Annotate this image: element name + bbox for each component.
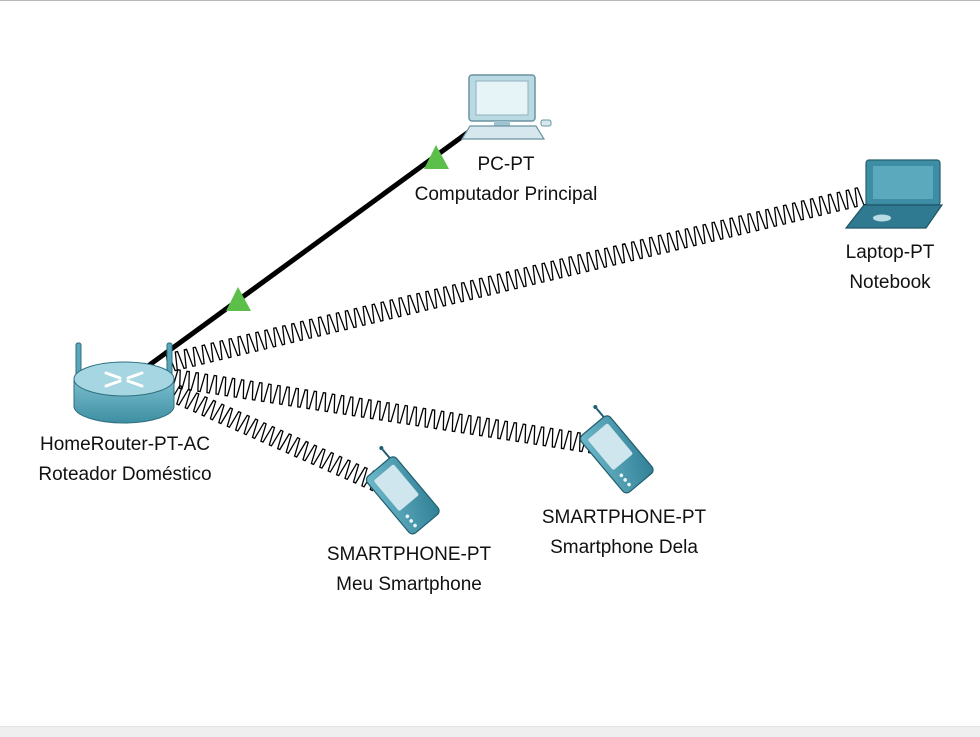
phone1-label: SMARTPHONE-PT Meu Smartphone [327, 540, 491, 600]
wireless-router-icon[interactable] [73, 342, 175, 424]
workspace-top-border [0, 0, 980, 1]
device-model: Laptop-PT [845, 242, 935, 263]
link-up-indicator-pc [424, 145, 449, 169]
desktop-pc-icon[interactable] [460, 74, 552, 140]
device-name: Roteador Doméstico [38, 464, 212, 485]
workspace-bottom-edge [0, 726, 980, 737]
device-name: Meu Smartphone [336, 574, 482, 595]
device-name: Notebook [849, 272, 931, 293]
wireless-link-phone1[interactable] [168, 384, 385, 492]
router-label: HomeRouter-PT-AC Roteador Doméstico [38, 430, 211, 490]
device-model: SMARTPHONE-PT [541, 507, 707, 528]
smartphone-icon[interactable] [355, 443, 441, 536]
link-up-indicator-router [226, 287, 251, 311]
pc-label: PC-PT Computador Principal [415, 150, 598, 210]
wireless-link-phone2[interactable] [170, 369, 591, 454]
wireless-link-laptop[interactable] [165, 187, 867, 374]
device-name: Smartphone Dela [550, 537, 698, 558]
wireless-links [165, 187, 867, 492]
wired-link-router-pc[interactable] [145, 125, 477, 369]
phone2-label: SMARTPHONE-PT Smartphone Dela [542, 503, 706, 563]
device-model: PC-PT [477, 154, 535, 175]
device-model: SMARTPHONE-PT [326, 544, 492, 565]
laptop-icon[interactable] [844, 159, 944, 229]
device-name: Computador Principal [414, 184, 598, 205]
device-model: HomeRouter-PT-AC [39, 434, 210, 455]
smartphone-icon[interactable] [569, 402, 655, 495]
laptop-label: Laptop-PT Notebook [846, 238, 935, 298]
